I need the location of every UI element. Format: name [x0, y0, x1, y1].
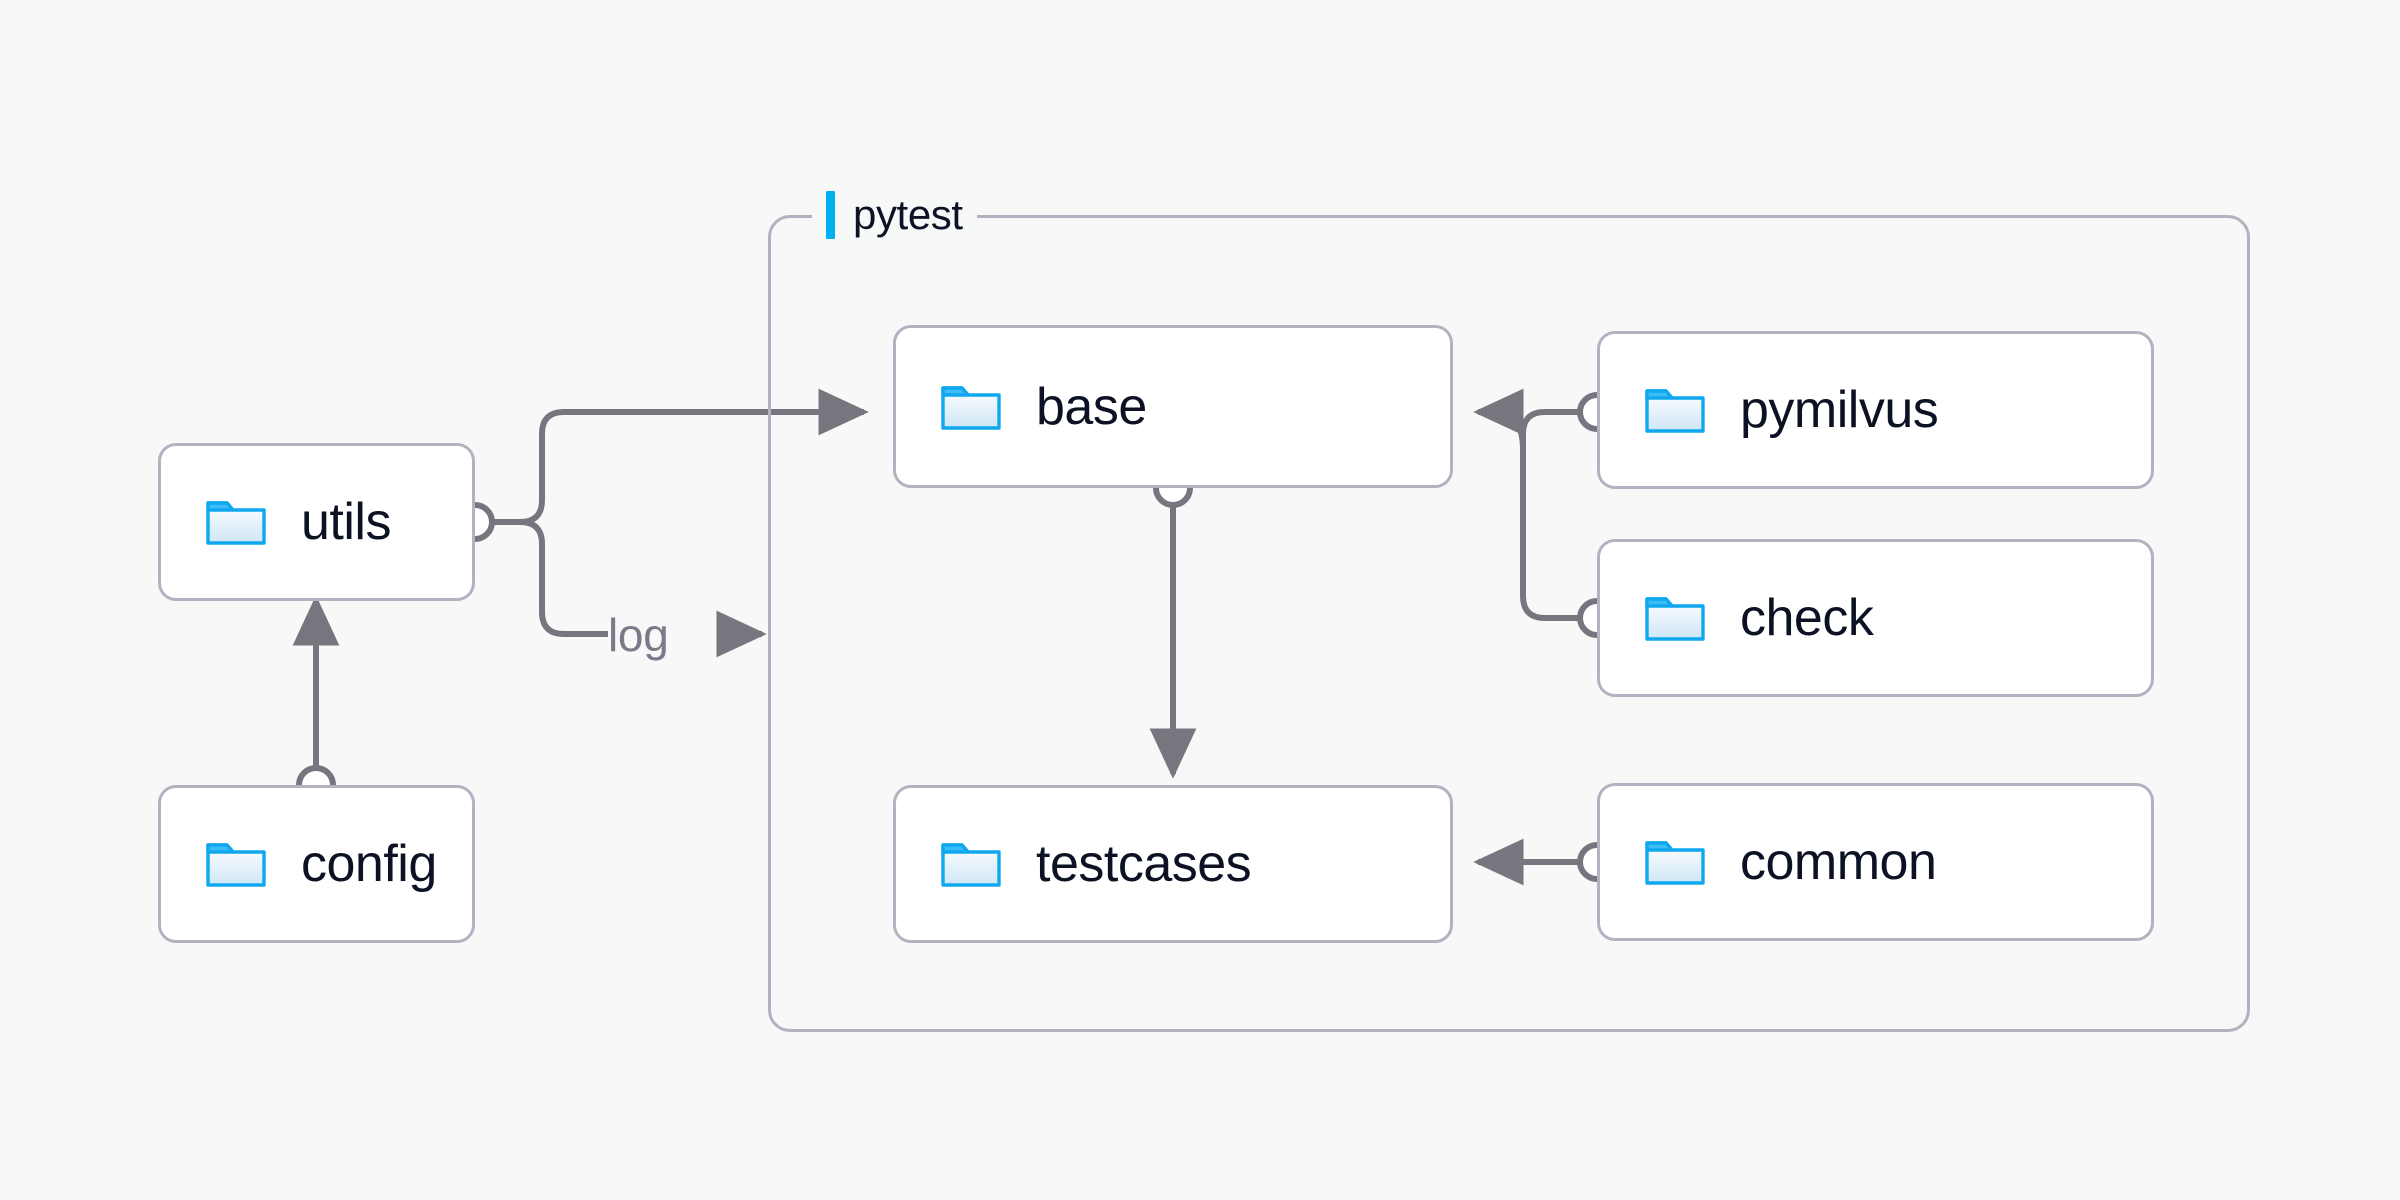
node-config[interactable]: config [158, 785, 475, 943]
node-label: base [1036, 377, 1147, 436]
edge-label-log: log [608, 609, 669, 661]
folder-icon [1645, 389, 1705, 433]
folder-icon [941, 385, 1001, 430]
node-testcases[interactable]: testcases [893, 785, 1453, 943]
node-check[interactable]: check [1597, 539, 2154, 697]
node-pymilvus[interactable]: pymilvus [1597, 331, 2154, 489]
node-label: config [301, 835, 437, 893]
group-accent-bar [826, 191, 835, 239]
node-label: testcases [1036, 835, 1252, 893]
group-pytest [768, 215, 2250, 1032]
node-base[interactable]: base [893, 325, 1453, 488]
node-label: common [1740, 833, 1937, 891]
folder-icon [1645, 841, 1705, 885]
node-label: pymilvus [1740, 381, 1939, 439]
folder-icon [206, 843, 266, 887]
node-utils[interactable]: utils [158, 443, 475, 601]
group-label-text: pytest [853, 191, 963, 238]
folder-icon [1645, 597, 1705, 641]
folder-icon [206, 501, 266, 545]
edge-config-to-utils [292, 595, 340, 805]
folder-icon [941, 843, 1001, 887]
node-common[interactable]: common [1597, 783, 2154, 941]
node-label: utils [301, 493, 391, 551]
node-label: check [1740, 589, 1874, 647]
group-pytest-label: pytest [812, 186, 977, 244]
